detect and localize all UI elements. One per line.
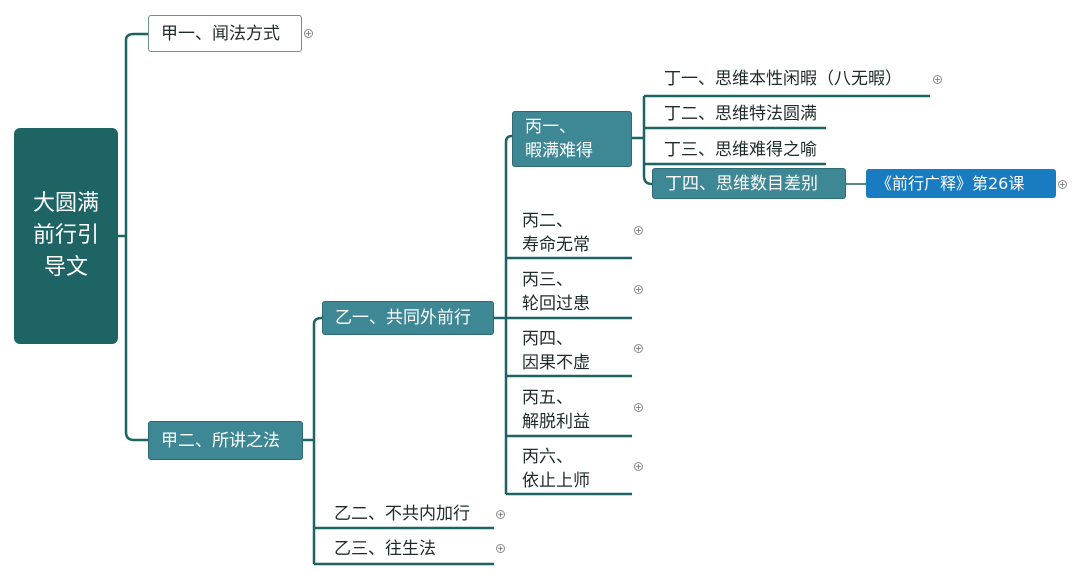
plus-circle-icon[interactable] bbox=[304, 29, 313, 38]
plus-circle-icon[interactable] bbox=[634, 285, 643, 294]
node-course-reference[interactable]: 《前行广释》第26课 bbox=[866, 169, 1056, 198]
connector-root-jia bbox=[118, 32, 148, 442]
connector-jia2-yi bbox=[303, 316, 494, 566]
node-bing1[interactable]: 丙一、 暇满难得 bbox=[512, 111, 632, 167]
plus-circle-icon[interactable] bbox=[634, 462, 643, 471]
plus-circle-icon[interactable] bbox=[496, 510, 505, 519]
plus-circle-icon[interactable] bbox=[933, 75, 942, 84]
node-jia1[interactable]: 甲一、闻法方式 bbox=[148, 15, 302, 52]
node-ding1[interactable]: 丁一、思维本性闲暇（八无暇） bbox=[664, 69, 902, 89]
node-yi2[interactable]: 乙二、不共内加行 bbox=[334, 504, 470, 524]
node-bing2[interactable]: 丙二、 寿命无常 bbox=[522, 211, 590, 255]
connector-yi1-bing bbox=[494, 134, 632, 496]
node-bing4[interactable]: 丙四、 因果不虚 bbox=[522, 329, 590, 373]
plus-circle-icon[interactable] bbox=[634, 344, 643, 353]
node-ding2[interactable]: 丁二、思维特法圆满 bbox=[664, 104, 817, 124]
node-yi1[interactable]: 乙一、共同外前行 bbox=[322, 301, 494, 335]
plus-circle-icon[interactable] bbox=[1058, 180, 1067, 189]
plus-circle-icon[interactable] bbox=[634, 403, 643, 412]
connector-bing1-ding bbox=[632, 94, 930, 186]
root-node[interactable]: 大圆满前行引导文 bbox=[14, 128, 118, 344]
node-bing3[interactable]: 丙三、 轮回过患 bbox=[522, 270, 590, 314]
node-ding3[interactable]: 丁三、思维难得之喻 bbox=[664, 140, 817, 160]
node-bing6[interactable]: 丙六、 依止上师 bbox=[522, 447, 590, 491]
plus-circle-icon[interactable] bbox=[496, 544, 505, 553]
node-ding4[interactable]: 丁四、思维数目差别 bbox=[652, 168, 846, 199]
plus-circle-icon[interactable] bbox=[634, 226, 643, 235]
node-bing5[interactable]: 丙五、 解脱利益 bbox=[522, 388, 590, 432]
node-yi3[interactable]: 乙三、往生法 bbox=[334, 539, 436, 559]
node-jia2[interactable]: 甲二、所讲之法 bbox=[148, 421, 303, 460]
